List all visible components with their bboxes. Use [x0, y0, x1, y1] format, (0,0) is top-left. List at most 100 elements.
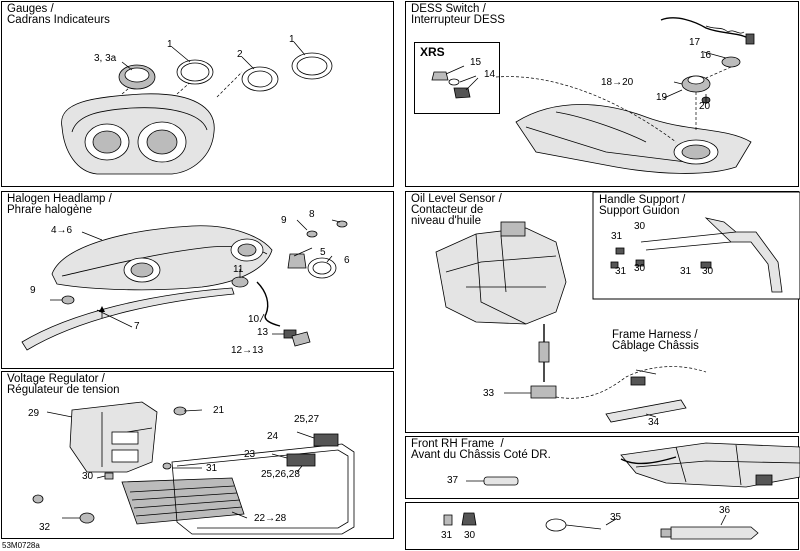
callout-1a: 1: [167, 39, 173, 50]
callout-2: 2: [237, 49, 243, 60]
callout-33: 33: [483, 388, 495, 399]
callout-32: 32: [39, 522, 51, 533]
xrs-subbox: [414, 42, 500, 114]
callout-8: 8: [309, 209, 315, 220]
panel-hardware: 31 30 35 36: [405, 502, 799, 550]
callout-23: 23: [244, 449, 256, 460]
panel-gauges: Gauges / Cadrans Indicateurs 3,: [1, 1, 394, 187]
headlamp-illustration: [21, 219, 348, 351]
handle-bar: [704, 217, 783, 293]
screw-8: [336, 220, 348, 228]
front-frame: [620, 442, 800, 488]
bulb-5: [287, 253, 307, 269]
callout-hs-30b: 30: [634, 263, 646, 274]
callout-hs-31a: 31: [611, 231, 623, 242]
seal-11: [231, 276, 249, 288]
xrs-part-14: [453, 87, 471, 99]
callout-3-3a: 3, 3a: [94, 53, 117, 64]
callout-1b: 1: [289, 34, 295, 45]
callout-24: 24: [267, 431, 279, 442]
panel-frontframe-title: Front RH Frame / Avant du Châssis Coté D…: [411, 438, 551, 461]
dess-part-16: [721, 56, 741, 68]
callout-21: 21: [213, 405, 225, 416]
panel-voltage-regulator: Voltage Regulator / Régulateur de tensio…: [1, 371, 394, 539]
panel-regulator-title: Voltage Regulator / Régulateur de tensio…: [7, 373, 120, 396]
frontframe-illustration: [466, 442, 800, 488]
callout-31: 31: [206, 463, 218, 474]
callout-hs-30c: 30: [702, 266, 714, 277]
ring-part-1a: [176, 59, 214, 85]
panel-handle-title: Handle Support / Support Guidon: [599, 194, 686, 217]
panel-front-rh-frame: Front RH Frame / Avant du Châssis Coté D…: [405, 436, 800, 499]
callout-29: 29: [28, 408, 40, 419]
nut-30: [104, 472, 114, 480]
cap-6: [307, 257, 337, 279]
regulator-illustration: [32, 401, 355, 535]
callout-7: 7: [134, 321, 140, 332]
panel-harness-title: Frame Harness / Câblage Châssis: [612, 329, 699, 352]
oil-tank: [435, 227, 567, 325]
callout-b-30: 30: [464, 530, 476, 541]
callout-12-13: 12→13: [231, 345, 264, 356]
dess-wire-17: [660, 17, 749, 39]
panel-dess-switch: DESS Switch / Interrupteur DESS XRS: [405, 1, 799, 187]
document-id: 53M0728a: [2, 541, 40, 550]
oil-illustration: [435, 191, 800, 423]
callout-30: 30: [82, 471, 94, 482]
callout-34: 34: [648, 417, 660, 428]
panel-dess-title: DESS Switch / Interrupteur DESS: [411, 3, 505, 26]
callout-20: 20: [699, 101, 711, 112]
regulator-22-28: [121, 477, 245, 525]
callout-9b: 9: [30, 285, 36, 296]
regulator-wire-loop: [171, 443, 355, 535]
screw-32: [79, 512, 95, 524]
callout-9a: 9: [281, 215, 287, 226]
xrs-label: XRS: [420, 45, 445, 59]
dess-illustration: [431, 17, 755, 174]
callout-19: 19: [656, 92, 668, 103]
callout-16: 16: [700, 50, 712, 61]
callout-14: 14: [484, 69, 496, 80]
xrs-cap-15: [431, 71, 449, 81]
callout-36: 36: [719, 505, 731, 516]
callout-11: 11: [233, 264, 244, 275]
panel-gauges-title: Gauges / Cadrans Indicateurs: [7, 3, 110, 26]
callout-b-31: 31: [441, 530, 453, 541]
trim-7: [21, 287, 235, 351]
clip-31: [443, 514, 453, 526]
callout-13: 13: [257, 327, 269, 338]
panel-headlamp: Halogen Headlamp / Phrare halogène: [1, 191, 394, 369]
callout-5: 5: [320, 247, 326, 258]
callout-10: 10: [248, 314, 260, 325]
clip-30: [461, 512, 477, 526]
callout-22-28: 22→28: [254, 513, 287, 524]
tube-36: [670, 526, 759, 540]
lens-part-2: [241, 66, 279, 92]
wire-10: [256, 281, 281, 327]
screw-31: [162, 462, 172, 470]
callout-35: 35: [610, 512, 622, 523]
callout-6: 6: [344, 255, 350, 266]
oil-sensor-33: [530, 385, 557, 399]
callout-17: 17: [689, 37, 701, 48]
callout-hs-30a: 30: [634, 221, 646, 232]
callout-hs-31c: 31: [680, 266, 692, 277]
callout-hs-31b: 31: [615, 266, 627, 277]
dess-console: [515, 104, 752, 174]
screw-9a: [306, 230, 318, 238]
tie-strap-35: [545, 518, 567, 532]
callout-18-20: 18→20: [601, 77, 634, 88]
screw-9b: [61, 295, 75, 305]
gauge-housing: [61, 93, 215, 175]
panel-headlamp-title: Halogen Headlamp / Phrare halogène: [7, 193, 112, 216]
frame-harness-34: [605, 399, 687, 423]
callout-25-27: 25,27: [294, 414, 320, 425]
callout-37: 37: [447, 475, 459, 486]
headlamp-housing-4-6: [51, 225, 273, 291]
gauges-illustration: [61, 41, 333, 175]
connector-24: [313, 433, 339, 447]
panel-oil-title: Oil Level Sensor / Contacteur de niveau …: [411, 193, 502, 227]
tube-37: [483, 476, 519, 486]
panel-oil-sensor: Oil Level Sensor / Contacteur de niveau …: [405, 191, 800, 433]
